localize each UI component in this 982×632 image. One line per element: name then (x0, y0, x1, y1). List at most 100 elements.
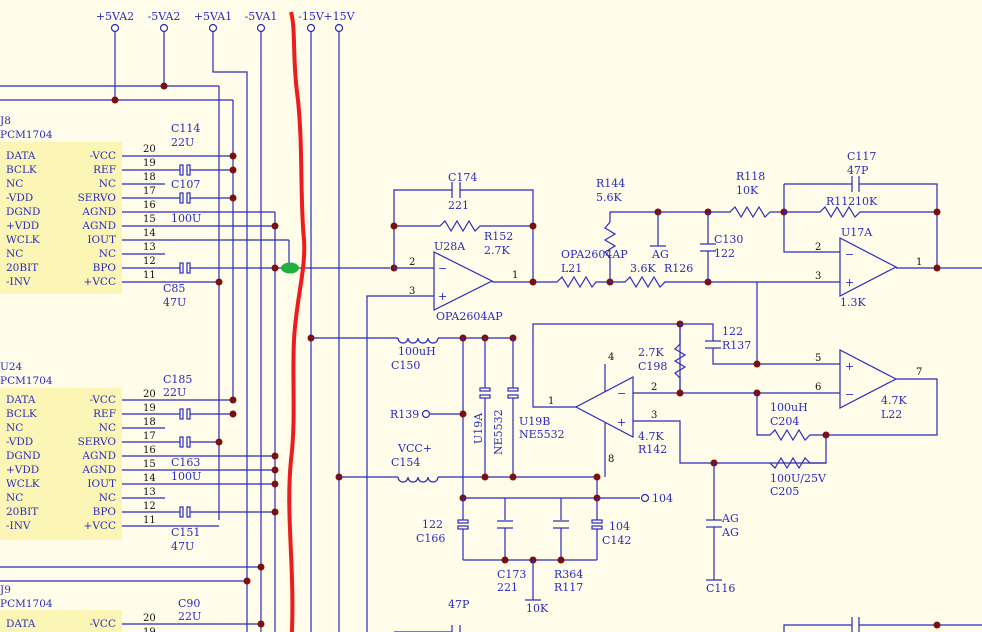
resistor-value: C204 (770, 415, 799, 428)
cap-value: C142 (602, 534, 631, 547)
pin-label: +VDD (6, 220, 39, 232)
pin-number: 5 (815, 353, 821, 364)
inductor-value: C150 (391, 359, 420, 372)
chip-ref: U24 (0, 361, 23, 373)
plus-sign: + (845, 360, 854, 373)
chip-part: PCM1704 (0, 598, 53, 610)
pin-label: BCLK (6, 164, 37, 176)
cap-value: 221 (497, 581, 518, 594)
pin-label: REF (93, 408, 116, 420)
opamp-ref: U17A (841, 226, 873, 239)
plus-sign: + (438, 290, 447, 303)
rail-neg5va2: -5VA2 (148, 10, 181, 86)
pin-label: -VDD (6, 192, 33, 204)
resistor-value: 2.7K (484, 244, 510, 257)
opamp-part: R142 (638, 443, 667, 456)
cap-value: 47U (163, 296, 186, 309)
opamp-ref: U28A (434, 240, 466, 253)
cap-ref: C85 (163, 282, 185, 295)
cap-value: 100U (171, 212, 201, 225)
pin-number: 3 (815, 271, 821, 282)
cap-ref: C151 (171, 526, 200, 539)
cap-ref: 104 (609, 520, 630, 533)
ground-label: 10K (526, 602, 549, 615)
red-annotation-line (281, 11, 307, 632)
power-filter: 100uH C150 U19A NE5532 U19B NE5532 R139 … (307, 334, 673, 615)
net-label: R139 (390, 408, 419, 421)
resistor-ref: 2.7K (638, 346, 664, 359)
pin-label: NC (6, 178, 23, 190)
pin-label: +VCC (84, 520, 116, 532)
inductor-ref: 100uH (398, 345, 436, 358)
chip-u24: U24 PCM1704 DATA BCLK NC -VDD DGND +VDD … (0, 361, 279, 553)
pin-number: 11 (143, 515, 156, 526)
pin-number: 7 (916, 367, 922, 378)
cap-ref: C114 (171, 122, 200, 135)
pin-number: 20 (143, 389, 156, 400)
pin-label: AGND (81, 206, 116, 218)
chip-j9: J9 PCM1704 DATA -VCC 20 19 C90 22U (0, 584, 265, 632)
net-label: 104 (652, 492, 673, 505)
pin-label: SERVO (78, 192, 117, 204)
chip-part: PCM1704 (0, 375, 53, 387)
rail-5va2: +5VA2 (96, 10, 134, 100)
pin-number: 19 (143, 627, 156, 632)
pin-label: -INV (6, 520, 31, 532)
u28a-stage: − + 2 3 1 C174 221 R152 2.7K U28A OPA260… (366, 171, 628, 632)
pin-number: 13 (143, 242, 156, 253)
opamp-part: 1.3K (840, 296, 866, 309)
capacitor-polarized (179, 408, 191, 420)
capacitor-polarized (179, 436, 191, 448)
pin-label: WCLK (6, 234, 40, 246)
resistor-ref: R118 (736, 170, 765, 183)
chip-part: PCM1704 (0, 129, 53, 141)
resistor-value: 10K (736, 184, 759, 197)
rail-5va1: +5VA1 (194, 10, 248, 632)
pin-number: 3 (651, 410, 657, 421)
cap-ref: 122 (422, 518, 443, 531)
chip-j8: J8 PCM1704 DATA BCLK NC -VDD DGND +VDD W… (0, 115, 390, 632)
cap-value: 22U (163, 386, 186, 399)
pin-number: 8 (608, 454, 614, 465)
cap-value: C166 (416, 532, 445, 545)
ground-label: AG (651, 248, 669, 261)
resistor-ref: OPA2604AP (561, 248, 628, 261)
plus-sign: + (617, 416, 626, 429)
pin-label: SERVO (78, 436, 117, 448)
cap-value: NE5532 (519, 428, 565, 441)
minus-sign: − (845, 248, 854, 261)
rail-label: -5VA2 (148, 10, 181, 23)
pin-label: +VCC (84, 276, 116, 288)
pin-label: NC (99, 422, 116, 434)
resistor-value: 5.6K (596, 191, 622, 204)
pin-label: -INV (6, 276, 31, 288)
resistor-ref: 100uH (770, 401, 808, 414)
minus-sign: − (438, 262, 447, 275)
pin-label: NC (6, 248, 23, 260)
pin-label: -VCC (90, 618, 116, 630)
ground-label: C116 (706, 582, 735, 595)
capacitor-polarized (179, 506, 191, 518)
rail-label: +5VA2 (96, 10, 134, 23)
cap-ref: C107 (171, 178, 200, 191)
minus-sign: − (617, 387, 626, 400)
pin-number: 1 (916, 257, 922, 268)
cap-ref: 47P (448, 598, 470, 611)
pin-label: IOUT (87, 234, 116, 246)
cap-value: 221 (448, 199, 469, 212)
resistor-value: C198 (638, 360, 667, 373)
cap-ref: U19B (519, 415, 550, 428)
pin-number: 15 (143, 214, 156, 225)
pin-number: 2 (409, 257, 415, 268)
resistor-ref: 100U/25V (770, 472, 827, 485)
cap-value: AG (721, 526, 739, 539)
cap-value: NE5532 (492, 409, 505, 455)
capacitor-polarized (179, 262, 191, 274)
u17a-stage: R144 5.6K AG 3.6K R126 C130 122 R118 10K… (596, 150, 982, 309)
pin-number: 13 (143, 487, 156, 498)
cap-ref: C174 (448, 171, 477, 184)
pin-number: 12 (143, 256, 156, 267)
pin-label: NC (6, 492, 23, 504)
pin-number: 19 (143, 158, 156, 169)
